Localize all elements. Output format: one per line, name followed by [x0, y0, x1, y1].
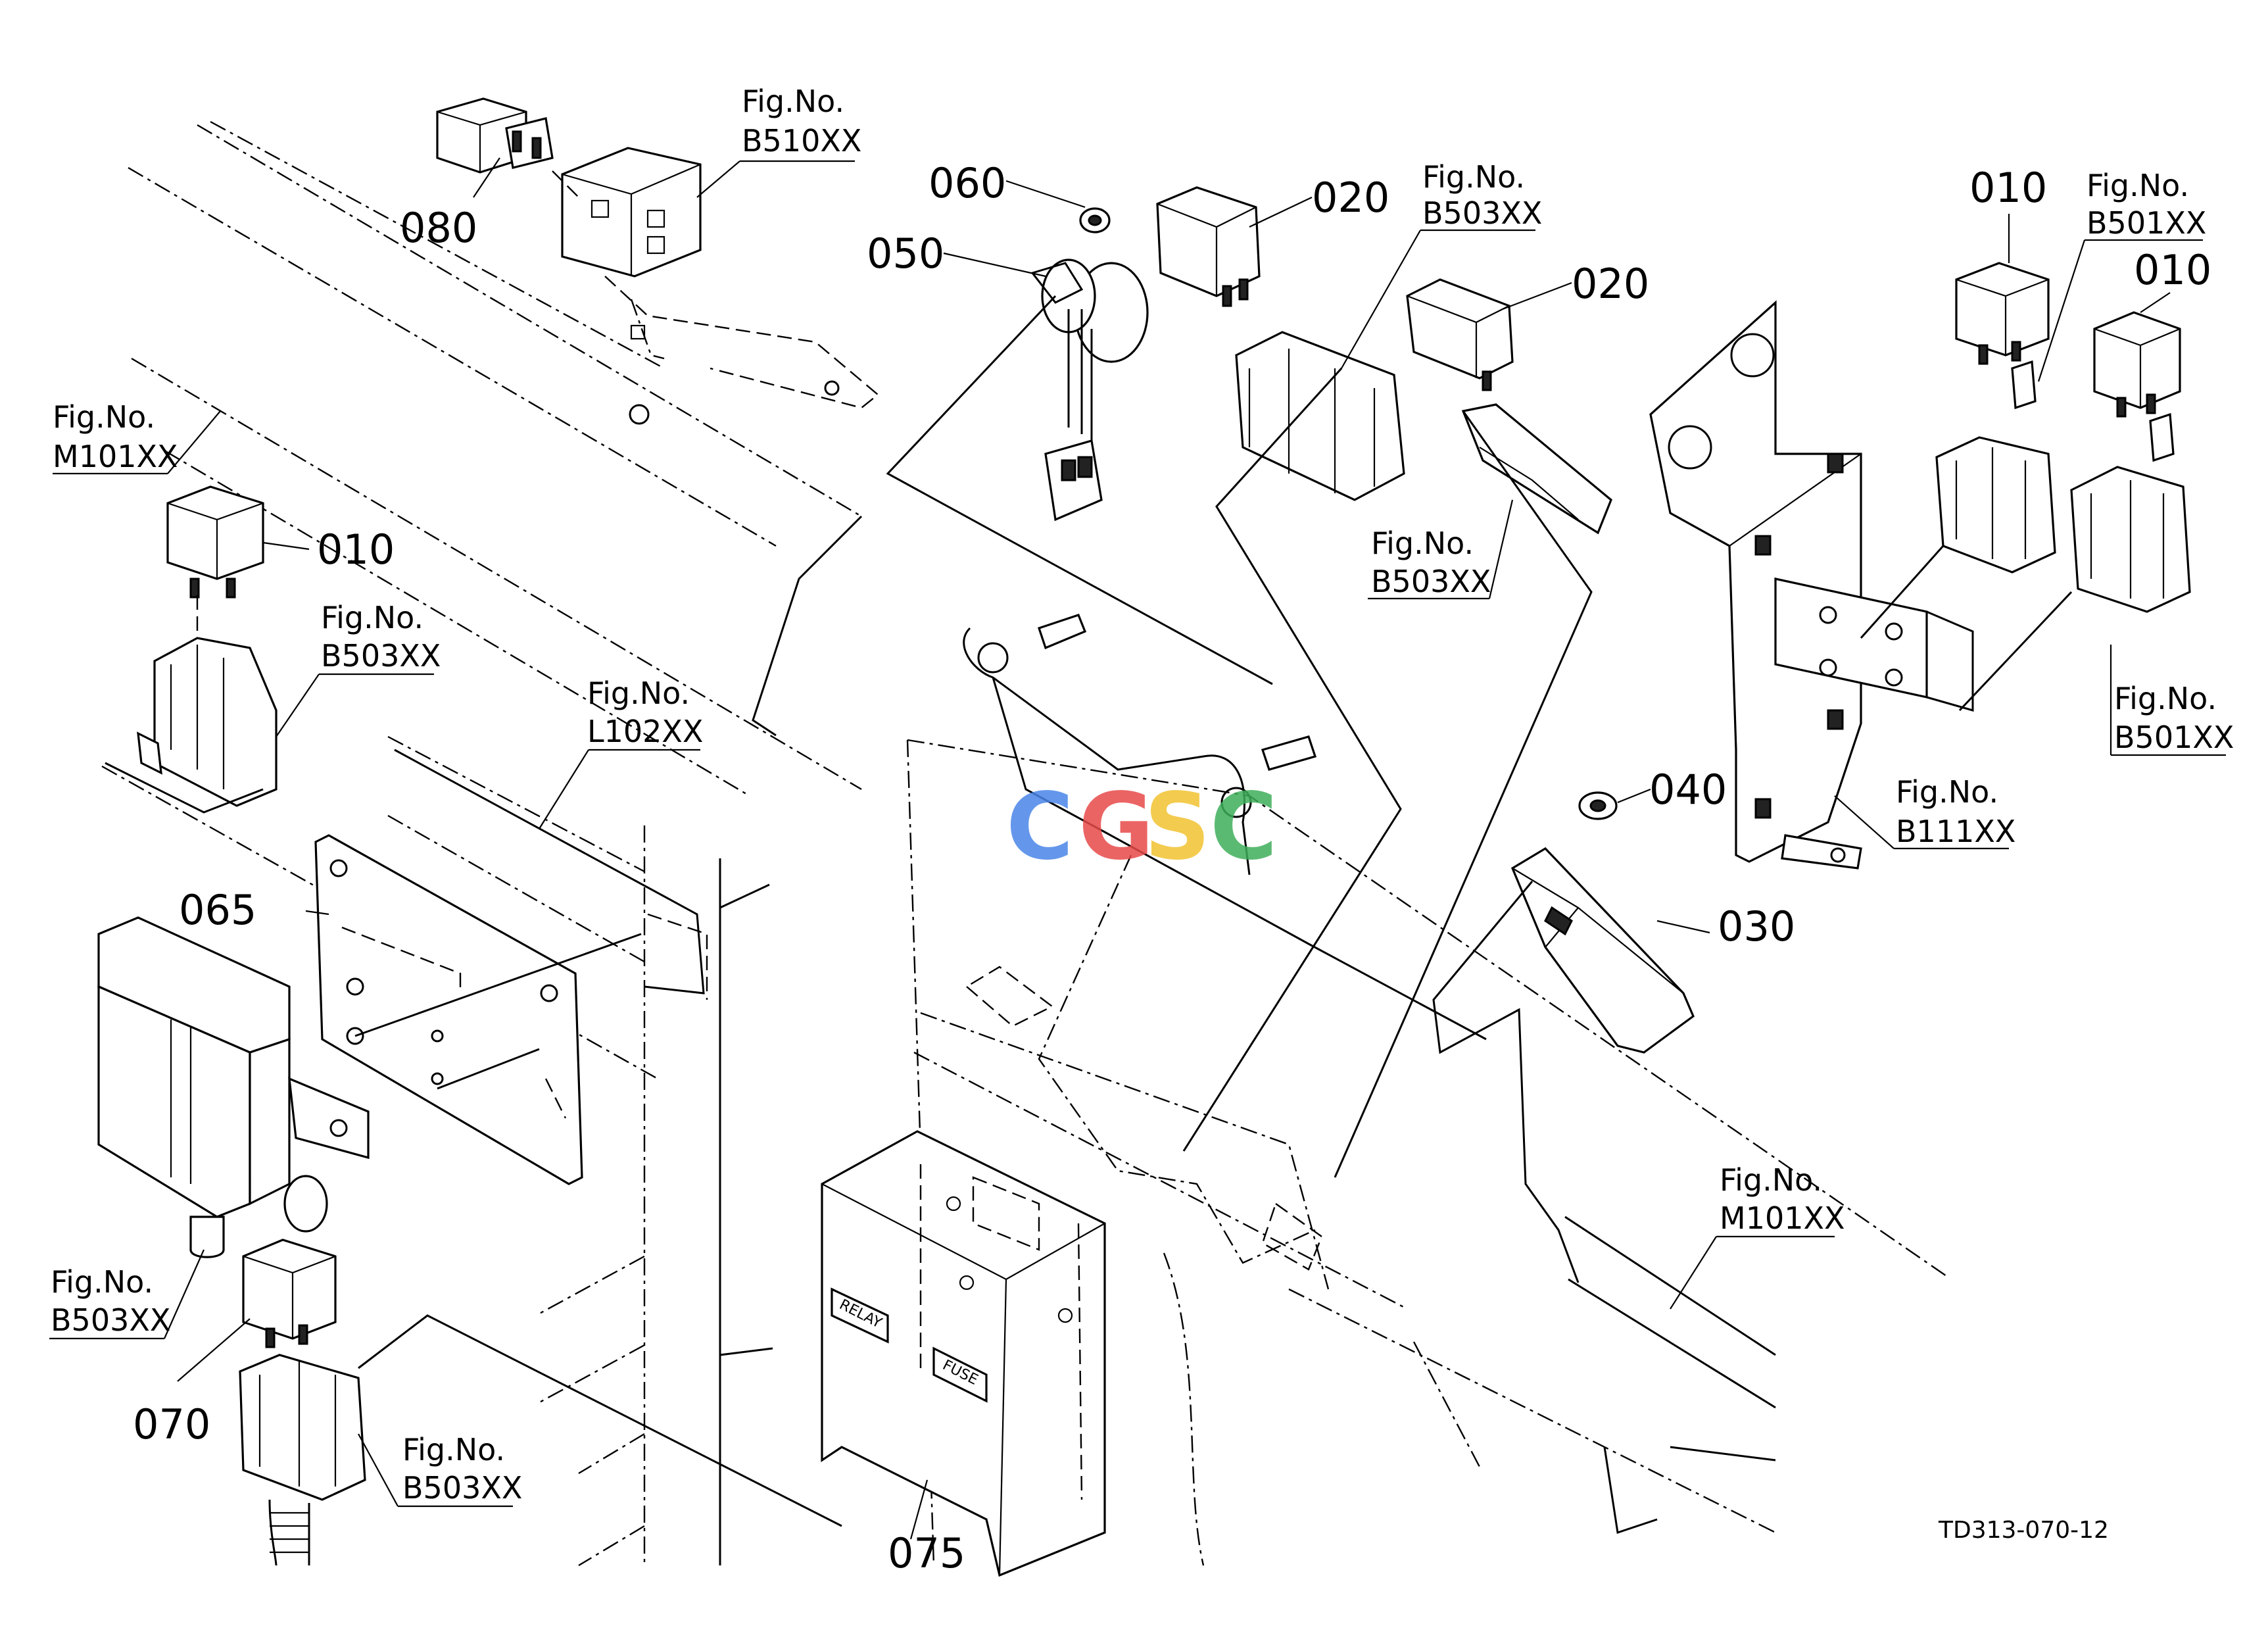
fig-b503-lower-line1: Fig.No. — [51, 1264, 153, 1300]
drawing-code: TD313-070-12 — [1938, 1517, 2109, 1544]
watermark-letter-3: S — [1144, 774, 1211, 881]
fig-m101-right-line1: Fig.No. — [1720, 1162, 1822, 1198]
b501-top-connector — [1860, 360, 2056, 639]
part-label-010-c: 010 — [317, 526, 395, 574]
fig-b111-line2: B111XX — [1896, 814, 2015, 849]
part-050-buzzer — [886, 258, 1273, 685]
part-label-020-a: 020 — [1312, 174, 1389, 222]
part-label-040: 040 — [1649, 766, 1727, 814]
fig-b503-bottom-line1: Fig.No. — [402, 1432, 505, 1467]
part-020-relay-b — [1406, 278, 1514, 391]
b503-bottom-connector — [239, 1314, 842, 1566]
fig-b503-left-line2: B503XX — [321, 638, 441, 674]
part-040-nut — [1578, 791, 1618, 820]
part-label-020-b: 020 — [1572, 260, 1649, 308]
b501-right-connector — [1958, 466, 2191, 712]
part-075-cover — [821, 1130, 1106, 1577]
fig-b501-right-line1: Fig.No. — [2114, 681, 2217, 716]
part-label-010-a: 010 — [1969, 164, 2047, 212]
part-label-075: 075 — [888, 1529, 965, 1577]
fig-b501-top-line1: Fig.No. — [2087, 168, 2189, 203]
watermark-letter-1: C — [1006, 774, 1074, 881]
fig-b503-lower-line2: B503XX — [51, 1302, 170, 1338]
part-label-070: 070 — [133, 1400, 210, 1448]
b503-top-connector — [1182, 331, 1405, 1152]
lower-left-relay-housing — [97, 916, 370, 1258]
b503-mid-connector — [1334, 403, 1612, 1178]
b510-connector — [552, 147, 879, 425]
fig-b503-mid-line2: B503XX — [1371, 564, 1491, 599]
fig-b503-top-line1: Fig.No. — [1422, 159, 1525, 195]
fig-b111-line1: Fig.No. — [1896, 774, 1998, 810]
fig-b503-top-line2: B503XX — [1422, 195, 1542, 231]
part-label-065: 065 — [179, 886, 256, 934]
fig-b503-bottom-line2: B503XX — [402, 1470, 522, 1506]
b111-bracket — [1649, 300, 1974, 870]
part-070-relay — [242, 1239, 337, 1348]
fig-b510-line2: B510XX — [742, 123, 861, 159]
part-060-nut — [1079, 207, 1111, 234]
fig-m101-left-line1: Fig.No. — [53, 399, 155, 435]
leader-lines — [177, 157, 2171, 1540]
fig-b503-left-line1: Fig.No. — [321, 600, 423, 635]
part-label-080: 080 — [400, 204, 477, 252]
part-010-right-relay-a — [1955, 262, 2050, 365]
fig-l102-line2: L102XX — [587, 714, 703, 749]
cgsc-watermark-logo: C G S C — [1006, 774, 1278, 881]
part-065-plate — [314, 749, 708, 1185]
watermark-letter-4: C — [1210, 774, 1278, 881]
fig-b501-top-line2: B501XX — [2087, 205, 2206, 241]
part-label-030: 030 — [1718, 902, 1795, 950]
fig-l102-line1: Fig.No. — [587, 676, 690, 711]
figure-ref-leaders — [49, 160, 2226, 1508]
fig-b503-mid-line1: Fig.No. — [1371, 526, 1474, 561]
fig-m101-right-line2: M101XX — [1720, 1200, 1845, 1236]
center-pivot-bracket — [963, 614, 1487, 1271]
part-label-050: 050 — [867, 230, 944, 278]
part-020-relay-a — [1156, 186, 1261, 307]
part-010-right-relay-b — [2093, 311, 2181, 462]
part-label-010-b: 010 — [2134, 246, 2211, 294]
part-label-060: 060 — [929, 159, 1006, 207]
fig-b501-right-line2: B501XX — [2114, 720, 2234, 755]
part-030-holder — [1432, 847, 1695, 1283]
part-080-relay — [436, 97, 554, 174]
part-010-left-relay — [166, 485, 264, 631]
fig-b510-line1: Fig.No. — [742, 84, 844, 119]
watermark-letter-2: G — [1078, 774, 1154, 881]
fig-m101-left-line2: M101XX — [53, 439, 178, 474]
